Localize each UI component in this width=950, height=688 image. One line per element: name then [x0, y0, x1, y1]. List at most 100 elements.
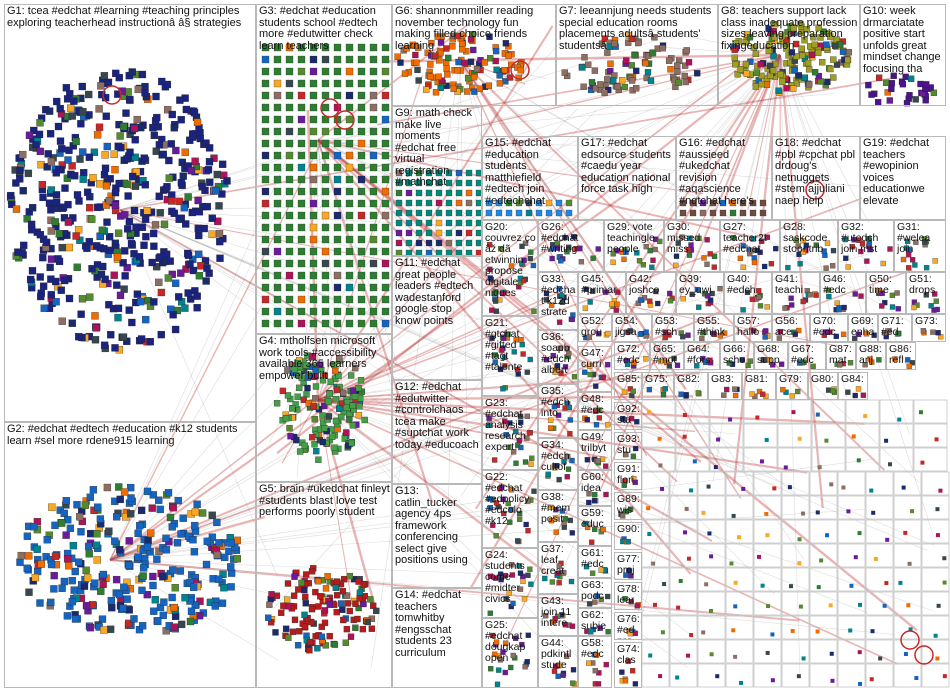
node[interactable] — [883, 604, 887, 608]
group-cell-g32[interactable]: G32: #utedch join mst — [838, 220, 894, 272]
mini-group-cell[interactable] — [670, 664, 697, 687]
mini-group-cell[interactable] — [726, 520, 753, 543]
node[interactable] — [709, 609, 713, 613]
group-cell-g7[interactable]: G7: leeannjung needs students special ed… — [556, 4, 718, 106]
node[interactable] — [729, 561, 733, 565]
node[interactable] — [829, 603, 833, 607]
node[interactable] — [817, 585, 821, 589]
node[interactable] — [854, 555, 858, 559]
node[interactable] — [728, 418, 732, 422]
node[interactable] — [935, 507, 939, 511]
node[interactable] — [765, 533, 769, 537]
mini-group-cell[interactable] — [778, 424, 811, 447]
group-cell-g74[interactable]: G74: clas — [614, 642, 642, 688]
node[interactable] — [863, 414, 867, 418]
group-cell-g47[interactable]: G47: curri — [578, 346, 612, 392]
node[interactable] — [936, 533, 940, 537]
node[interactable] — [687, 557, 691, 561]
node[interactable] — [789, 584, 793, 588]
group-cell-g86[interactable]: G86: refl — [886, 342, 916, 370]
group-cell-g66[interactable]: G66: scho — [720, 342, 754, 370]
node[interactable] — [761, 584, 765, 588]
mini-group-cell[interactable] — [914, 448, 947, 471]
group-cell-g81[interactable]: G81: — [742, 372, 776, 400]
group-cell-g92[interactable]: G92: sta — [614, 402, 642, 430]
group-cell-g43[interactable]: G43: join 11 intere — [538, 594, 578, 636]
group-cell-g5[interactable]: G5: brain #ukedchat finleyt #students bl… — [256, 482, 392, 688]
node[interactable] — [902, 486, 906, 490]
node[interactable] — [679, 579, 683, 583]
group-cell-g60[interactable]: G60: idea — [578, 470, 612, 506]
group-cell-g63[interactable]: G63: podc — [578, 578, 612, 608]
node[interactable] — [898, 581, 902, 585]
node[interactable] — [661, 630, 665, 634]
node[interactable] — [943, 581, 947, 585]
node[interactable] — [797, 674, 801, 678]
node[interactable] — [764, 512, 768, 516]
mini-group-cell[interactable] — [812, 400, 845, 423]
node[interactable] — [701, 511, 705, 515]
node[interactable] — [791, 410, 795, 414]
node[interactable] — [653, 603, 657, 607]
node[interactable] — [942, 556, 946, 560]
mini-group-cell[interactable] — [894, 664, 921, 687]
node[interactable] — [799, 605, 803, 609]
node[interactable] — [801, 512, 805, 516]
group-cell-g13[interactable]: G13: catlin_tucker agency 4ps framework … — [392, 484, 482, 588]
node[interactable] — [906, 603, 910, 607]
mini-group-cell[interactable] — [642, 616, 669, 639]
group-cell-g48[interactable]: G48: #edc — [578, 392, 612, 430]
node[interactable] — [689, 633, 693, 637]
group-cell-g68[interactable]: G68: supp — [754, 342, 788, 370]
mini-group-cell[interactable] — [698, 664, 725, 687]
group-cell-g19[interactable]: G19: #edchat teachers #ewopinion voices … — [860, 136, 946, 220]
node[interactable] — [904, 652, 908, 656]
mini-group-cell[interactable] — [670, 640, 697, 663]
mini-group-cell[interactable] — [782, 592, 809, 615]
node[interactable] — [819, 558, 823, 562]
node[interactable] — [849, 584, 853, 588]
node[interactable] — [683, 413, 687, 417]
group-cell-g33[interactable]: G33: #edchat k12d strate — [538, 272, 578, 330]
node[interactable] — [788, 485, 792, 489]
node[interactable] — [704, 582, 708, 586]
group-cell-g38[interactable]: G38: #mem posit — [538, 490, 578, 542]
group-cell-g76[interactable]: G76: #ed pro — [614, 612, 642, 640]
node[interactable] — [676, 606, 680, 610]
node[interactable] — [857, 458, 861, 462]
group-cell-g53[interactable]: G53: #sch — [652, 314, 694, 342]
group-cell-g72[interactable]: G72: #edc — [614, 342, 650, 370]
mini-group-cell[interactable] — [778, 448, 811, 471]
group-cell-g65[interactable]: G65: #mot — [650, 342, 684, 370]
node[interactable] — [798, 437, 802, 441]
mini-group-cell[interactable] — [670, 496, 697, 519]
mini-group-cell[interactable] — [782, 496, 809, 519]
node[interactable] — [709, 554, 713, 558]
node[interactable] — [683, 435, 687, 439]
node[interactable] — [878, 656, 882, 660]
node[interactable] — [662, 582, 666, 586]
mini-group-cell[interactable] — [698, 472, 725, 495]
group-cell-g11[interactable]: G11: #edchat great people leaders #edtec… — [392, 256, 482, 380]
group-cell-g93[interactable]: G93: stu — [614, 432, 642, 460]
node[interactable] — [710, 652, 714, 656]
node[interactable] — [714, 465, 718, 469]
mini-group-cell[interactable] — [726, 496, 753, 519]
group-cell-g18[interactable]: G18: #edchat #pbl #cpchat pbl drdoug's n… — [772, 136, 860, 220]
group-cell-g58[interactable]: G58: #edc — [578, 636, 612, 688]
group-cell-g15[interactable]: G15: #edchat #education students matthie… — [482, 136, 578, 220]
node[interactable] — [766, 604, 770, 608]
group-cell-g45[interactable]: G45: #primar — [578, 272, 626, 314]
group-cell-g21[interactable]: G21: #gtchat #gifted #tagt #talente — [482, 316, 538, 396]
node[interactable] — [830, 652, 834, 656]
group-cell-g69[interactable]: G69: enha — [848, 314, 878, 342]
group-cell-g35[interactable]: G35: #edch into — [538, 384, 578, 438]
group-cell-g16[interactable]: G16: #edchat #aussieed #ukedchat revisio… — [676, 136, 772, 220]
group-cell-g40[interactable]: G40: #edch — [724, 272, 772, 314]
mini-group-cell[interactable] — [838, 616, 865, 639]
group-cell-g26[interactable]: G26: #edchat #writing — [538, 220, 604, 272]
node[interactable] — [707, 485, 711, 489]
group-cell-g52[interactable]: G52: grou — [578, 314, 612, 342]
group-cell-g24[interactable]: G24: students come #midter civics — [482, 548, 538, 618]
node[interactable] — [871, 511, 875, 515]
